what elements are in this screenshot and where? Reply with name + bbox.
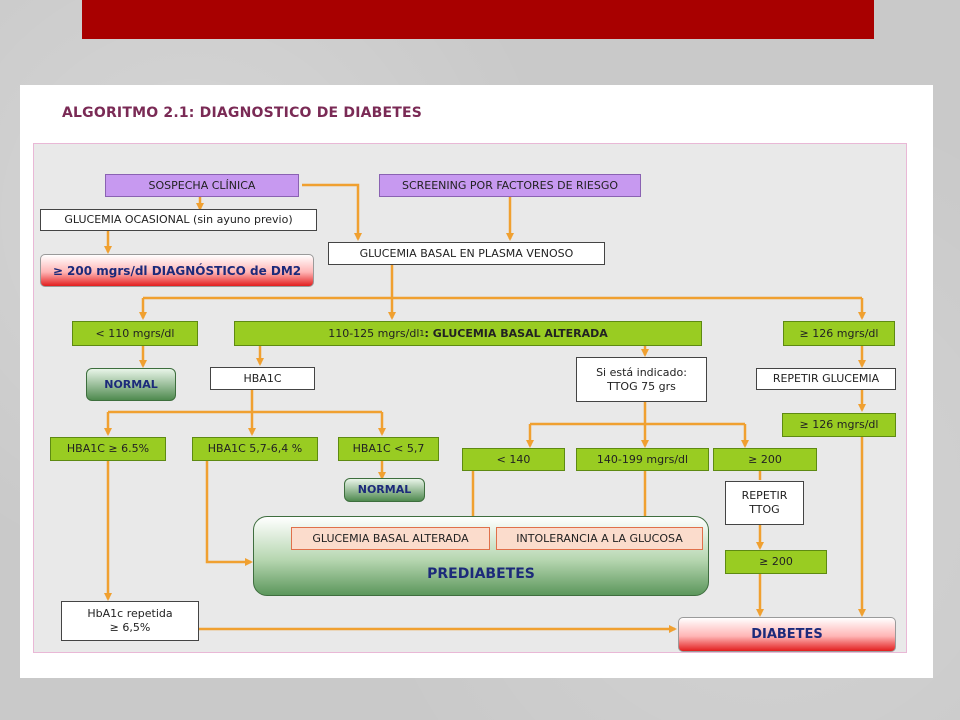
hba1c-repetida-line2: ≥ 6,5% — [109, 621, 151, 634]
diabetes-box: DIABETES — [678, 617, 896, 652]
hba1c-57-64-box: HBA1C 5,7-6,4 % — [192, 437, 318, 461]
hba1c-box: HBA1C — [210, 367, 315, 390]
diagnostico-dm2-box: ≥ 200 mgrs/dl DIAGNÓSTICO de DM2 — [40, 254, 314, 287]
connector — [205, 461, 253, 566]
lt140-box: < 140 — [462, 448, 565, 471]
hba1c-repetida-line1: HbA1c repetida — [87, 607, 173, 620]
gba-tag: GLUCEMIA BASAL ALTERADA — [291, 527, 490, 550]
ge200-repeat-box: ≥ 200 — [725, 550, 827, 574]
hba1c-lt57-box: HBA1C < 5,7 — [338, 437, 439, 461]
normal-box-2: NORMAL — [344, 478, 425, 502]
connector — [108, 390, 382, 414]
ge126-box: ≥ 126 mgrs/dl — [783, 321, 895, 346]
repetir-ttog-box: REPETIR TTOG — [725, 481, 804, 525]
connector — [530, 402, 745, 426]
connector — [302, 183, 362, 241]
ttog-indicado-line2: TTOG 75 grs — [607, 379, 676, 393]
hba1c-repetida-box: HbA1c repetida ≥ 6,5% — [61, 601, 199, 641]
gba-range: 110-125 mgrs/dl — [328, 326, 420, 340]
ttog-indicado-line1: Si está indicado: — [596, 365, 687, 379]
connector — [143, 265, 862, 300]
glucemia-ocasional-box: GLUCEMIA OCASIONAL (sin ayuno previo) — [40, 209, 317, 231]
ge126-repeat-box: ≥ 126 mgrs/dl — [782, 413, 896, 437]
normal-box: NORMAL — [86, 368, 176, 401]
prediabetes-label: PREDIABETES — [427, 566, 535, 582]
repetir-ttog-line1: REPETIR — [741, 489, 788, 502]
repetir-glucemia-box: REPETIR GLUCEMIA — [756, 368, 896, 390]
header-bar — [82, 0, 874, 39]
screening-box: SCREENING POR FACTORES DE RIESGO — [379, 174, 641, 197]
page-title: ALGORITMO 2.1: DIAGNOSTICO DE DIABETES — [62, 105, 423, 121]
gba-footnote: 1 — [419, 328, 425, 338]
r140-199-box: 140-199 mgrs/dl — [576, 448, 709, 471]
ttog-indicado-box: Si está indicado: TTOG 75 grs — [576, 357, 707, 402]
gba-label: : GLUCEMIA BASAL ALTERADA — [424, 326, 608, 340]
itg-tag: INTOLERANCIA A LA GLUCOSA — [496, 527, 703, 550]
lt110-box: < 110 mgrs/dl — [72, 321, 198, 346]
glucemia-basal-box: GLUCEMIA BASAL EN PLASMA VENOSO — [328, 242, 605, 265]
ge200-box: ≥ 200 — [713, 448, 817, 471]
sospecha-clinica-box: SOSPECHA CLÍNICA — [105, 174, 299, 197]
hba1c-ge65-box: HBA1C ≥ 6.5% — [50, 437, 166, 461]
repetir-ttog-line2: TTOG — [749, 503, 780, 516]
